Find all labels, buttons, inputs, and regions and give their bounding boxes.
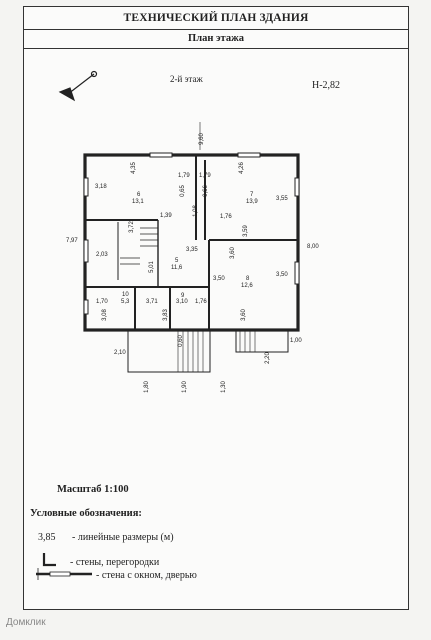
dimension-label: 0,60 bbox=[177, 335, 184, 347]
dimension-label: 3,50 bbox=[276, 272, 288, 278]
dimension-label: 1,90 bbox=[181, 381, 188, 393]
dimension-label: 3,18 bbox=[95, 184, 107, 190]
dimension-label: 3,55 bbox=[276, 196, 288, 202]
dimension-label: 3,59 bbox=[242, 225, 249, 237]
dimension-label: 8,00 bbox=[307, 244, 319, 250]
dimension-label: 0,65 bbox=[179, 185, 186, 197]
room-number: 5 bbox=[175, 258, 179, 264]
legend-symbols bbox=[36, 553, 92, 580]
floor-label: 2-й этаж bbox=[170, 74, 203, 84]
document-subtitle: План этажа bbox=[24, 30, 408, 49]
dimension-label: 2,10 bbox=[114, 350, 126, 356]
dimension-label: 1,70 bbox=[96, 299, 108, 305]
dimension-label: 3,60 bbox=[240, 309, 247, 321]
room-area: 3,10 bbox=[176, 299, 188, 305]
dimension-label: 5,01 bbox=[148, 261, 155, 273]
dimension-label: 1,39 bbox=[160, 213, 172, 219]
legend-dim-sample: 3,85 bbox=[38, 532, 56, 543]
dimension-label: 3,72 bbox=[128, 221, 135, 233]
dimension-label: 1,80 bbox=[143, 381, 150, 393]
dimension-label: 7,97 bbox=[66, 238, 78, 244]
dimension-label: 4,35 bbox=[130, 162, 137, 174]
room-area: 13,9 bbox=[246, 199, 258, 205]
room-number: 10 bbox=[122, 292, 129, 298]
legend-wall-text: - стены, перегородки bbox=[70, 557, 160, 568]
dimension-label: 1,00 bbox=[290, 338, 302, 344]
dimension-label: 3,83 bbox=[162, 309, 169, 321]
legend-title: Условные обозначения: bbox=[30, 508, 142, 519]
north-arrow-icon bbox=[58, 70, 98, 102]
dimension-label: 2,03 bbox=[96, 252, 108, 258]
dimension-label: 1,76 bbox=[195, 299, 207, 305]
dimension-label: 3,08 bbox=[101, 309, 108, 321]
dimension-label: 1,76 bbox=[220, 214, 232, 220]
dimension-label: 1,08 bbox=[192, 205, 199, 217]
height-mark: Н-2,82 bbox=[312, 80, 341, 91]
legend-window-text: - стена с окном, дверью bbox=[96, 570, 197, 581]
legend-dim-text: - линейные размеры (м) bbox=[72, 532, 174, 543]
room-number: 7 bbox=[250, 192, 254, 198]
room-area: 12,6 bbox=[241, 283, 253, 289]
scale-label: Масштаб 1:100 bbox=[57, 484, 129, 495]
watermark: Домклик bbox=[6, 617, 46, 628]
dimension-label: 1,79 bbox=[199, 173, 211, 179]
dimension-label: 1,30 bbox=[220, 381, 227, 393]
dimension-label: 3,50 bbox=[213, 276, 225, 282]
room-number: 9 bbox=[181, 293, 185, 299]
dimension-label: 0,66 bbox=[202, 185, 209, 197]
dimension-label: 9,60 bbox=[198, 133, 205, 145]
dimension-label: 1,79 bbox=[178, 173, 190, 179]
room-number: 8 bbox=[246, 276, 250, 282]
room-area: 13,1 bbox=[132, 199, 144, 205]
dimension-label: 3,35 bbox=[186, 247, 198, 253]
room-number: 6 bbox=[137, 192, 141, 198]
dimension-label: 2,20 bbox=[264, 352, 271, 364]
room-area: 5,3 bbox=[121, 299, 130, 305]
dimension-label: 4,26 bbox=[238, 162, 245, 174]
room-area: 11,6 bbox=[171, 265, 183, 271]
document-title: ТЕХНИЧЕСКИЙ ПЛАН ЗДАНИЯ bbox=[24, 7, 408, 30]
dimension-label: 3,60 bbox=[229, 247, 236, 259]
dimension-label: 3,71 bbox=[146, 299, 158, 305]
